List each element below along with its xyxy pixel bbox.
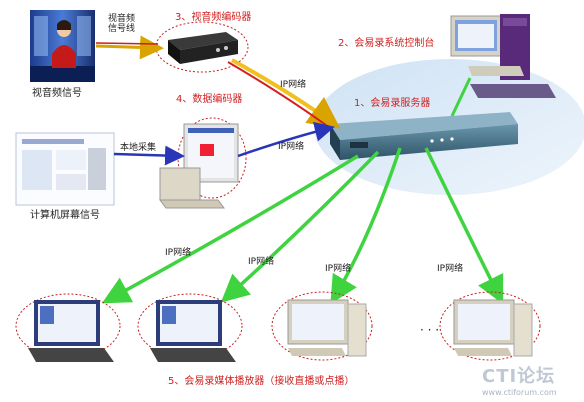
ip-network-label-2: IP网络 <box>278 142 305 152</box>
watermark-url: www.ctiforum.com <box>482 388 557 397</box>
ip-network-label-6: IP网络 <box>437 264 464 274</box>
control-console-label: 2、会易录系统控制台 <box>338 38 435 49</box>
arrow-to-player-2 <box>220 150 380 303</box>
tv-studio-image <box>30 10 95 82</box>
arrow-video-signal <box>95 35 164 60</box>
pc-signal-label: 计算机屏幕信号 <box>30 210 100 221</box>
arrow-data-to-server <box>237 121 335 158</box>
server-label: 1、会易录服务器 <box>354 98 431 109</box>
watermark-brand: CTI论坛 <box>482 366 556 387</box>
console-workstation <box>450 14 556 98</box>
arrow-encoder-to-server <box>231 58 341 129</box>
arrow-local-capture <box>113 145 185 166</box>
player-desktop-4 <box>439 291 541 361</box>
data-encoder-label: 4、数据编码器 <box>176 94 243 105</box>
player-desktop-3 <box>271 291 373 361</box>
player-label: 5、会易录媒体播放器（接收直播或点播） <box>168 376 355 387</box>
local-capture-label: 本地采集 <box>120 143 157 153</box>
ip-network-label-5: IP网络 <box>325 264 352 274</box>
ip-network-label-1: IP网络 <box>280 80 307 90</box>
player-laptop-1 <box>15 293 121 362</box>
arrow-to-player-4 <box>424 147 504 305</box>
ip-network-label-3: IP网络 <box>165 248 192 258</box>
video-signal-label: 视音频信号 <box>32 88 82 99</box>
video-encoder-label: 3、视音频编码器 <box>175 12 252 23</box>
arrow-to-player-3 <box>330 147 402 305</box>
arrow-console-to-server <box>450 77 472 117</box>
arrow-to-player-1 <box>101 154 359 304</box>
screen-document-image <box>15 132 115 206</box>
ellipsis-more-players: · · · <box>420 323 440 337</box>
cti-forum-watermark: CTI论坛 www.ctiforum.com <box>482 362 557 397</box>
data-encoder-pc <box>159 117 247 209</box>
signal-line-label: 视音频 信号线 <box>108 14 136 35</box>
video-encoder-device <box>155 21 249 73</box>
ip-network-label-4: IP网络 <box>248 257 275 267</box>
player-laptop-2 <box>137 293 243 362</box>
